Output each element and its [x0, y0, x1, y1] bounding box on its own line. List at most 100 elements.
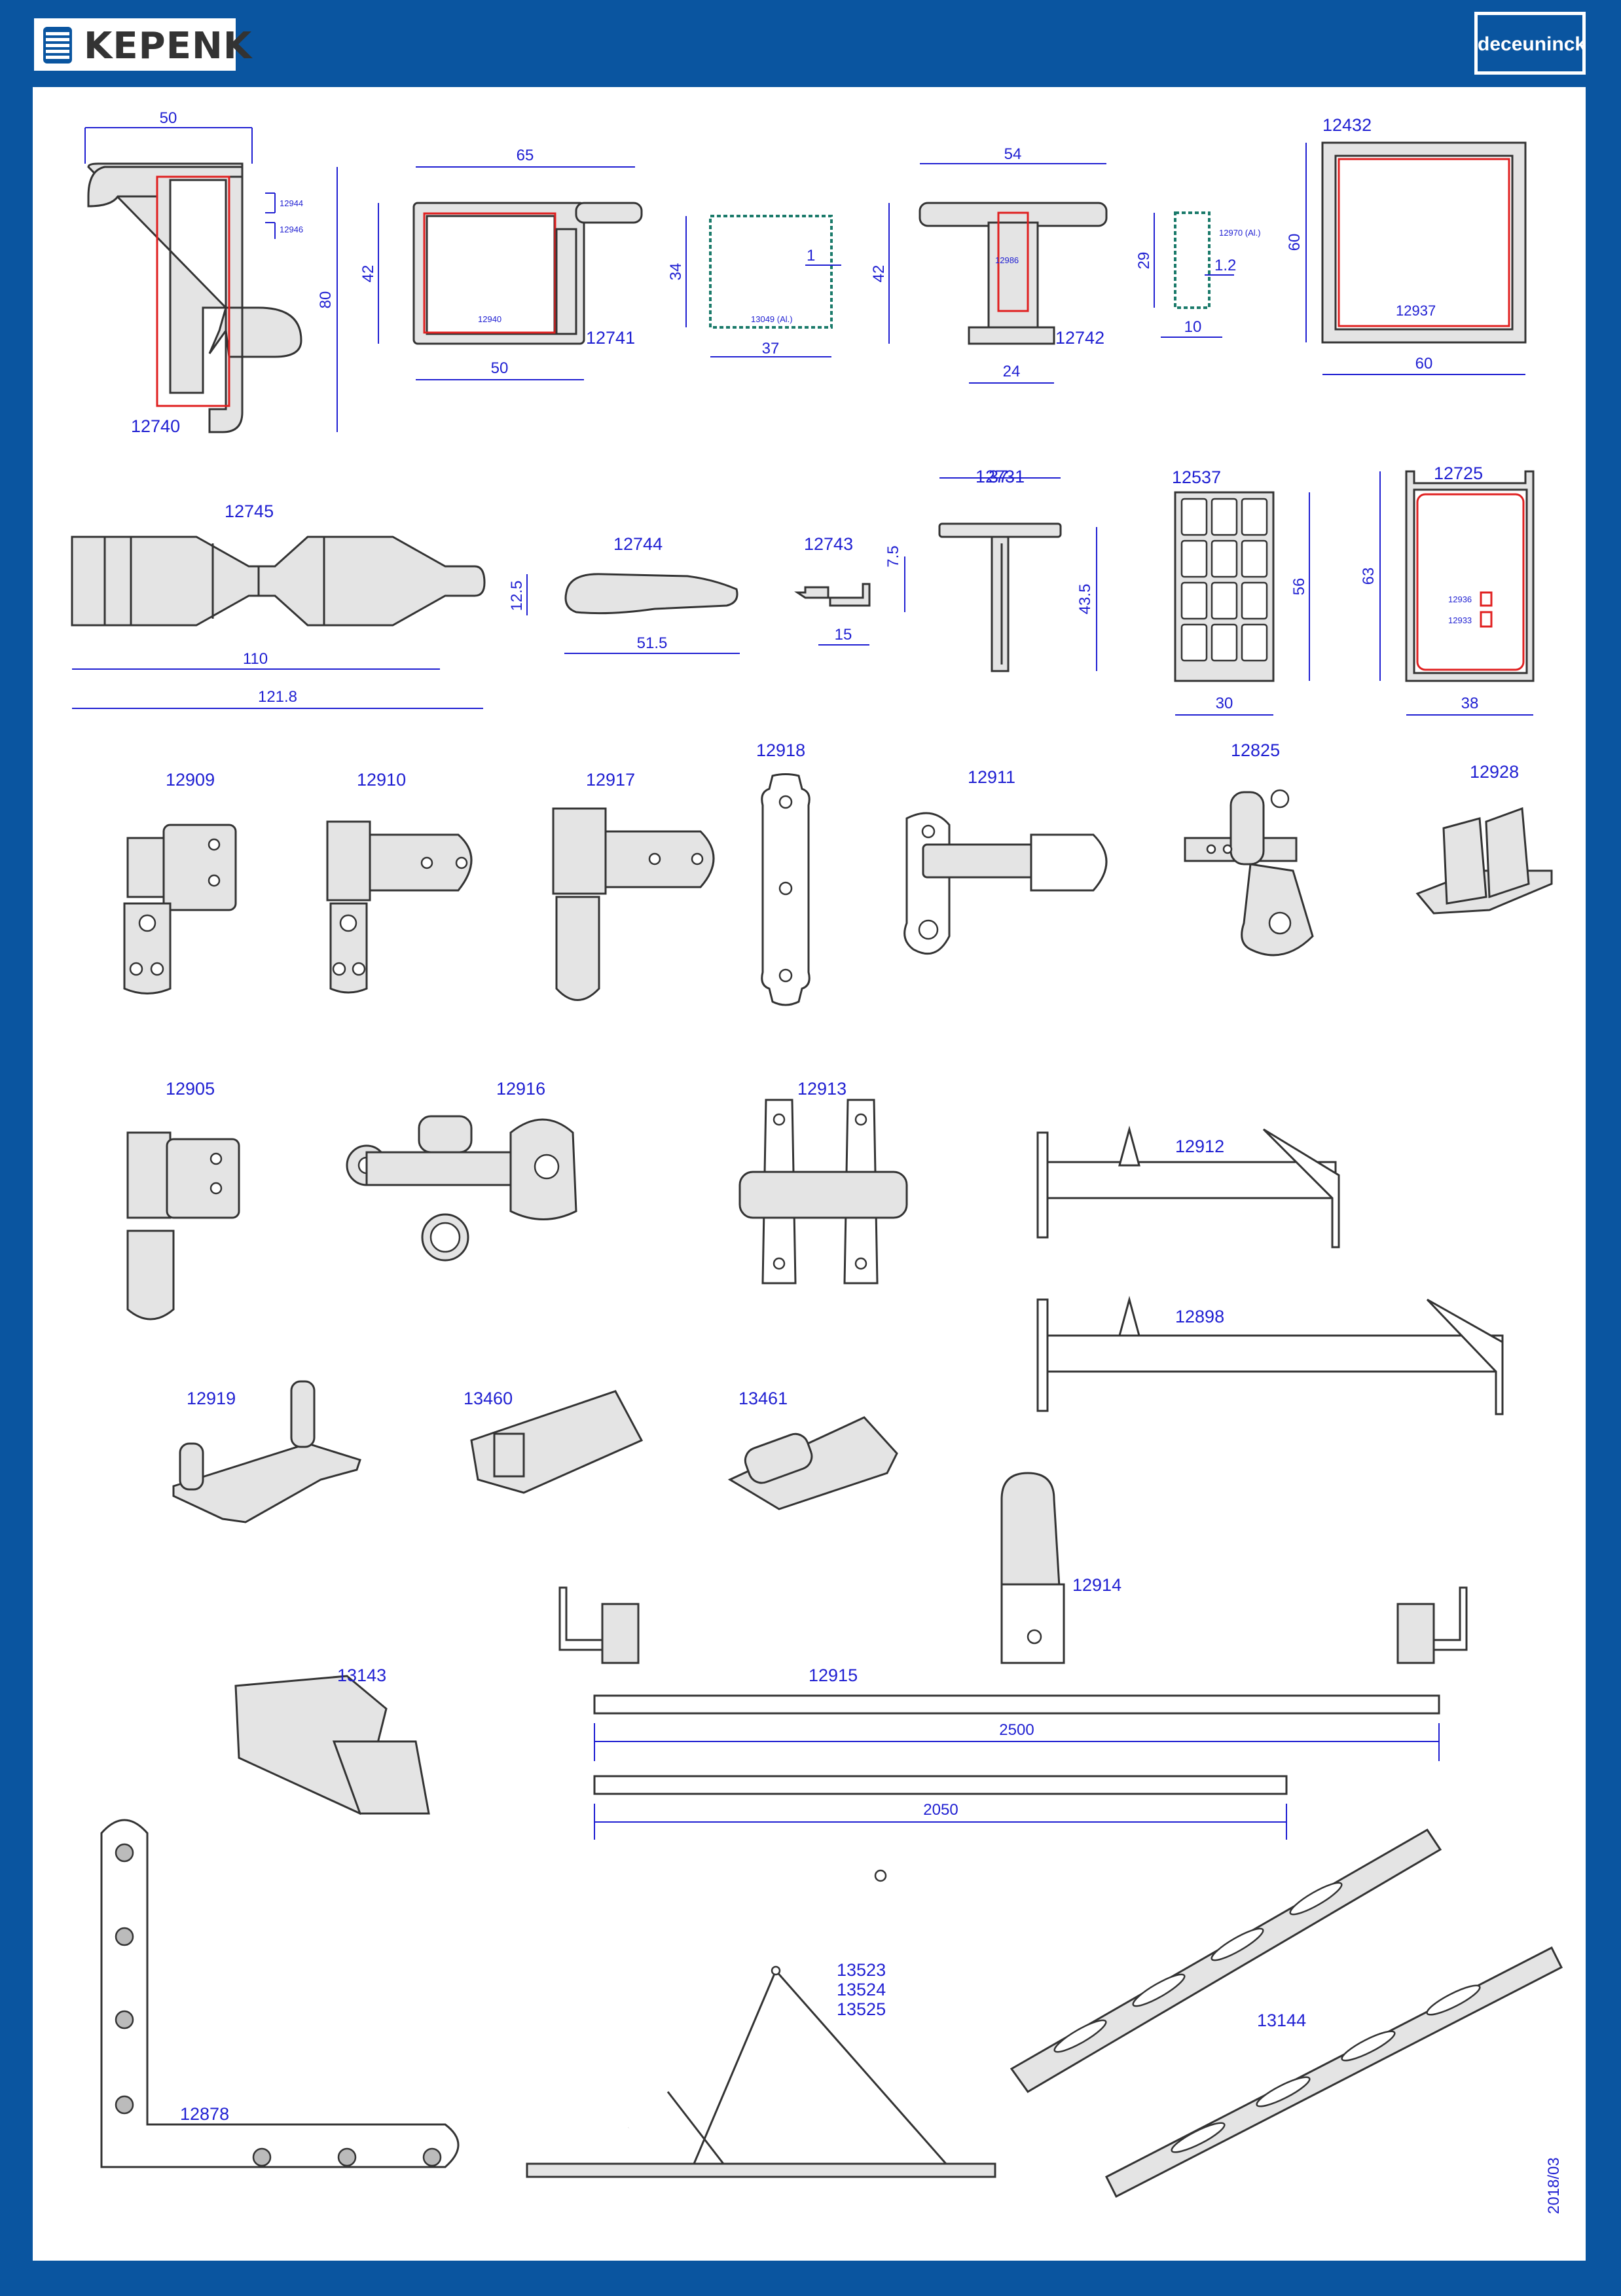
profile-12432: 60 60 12937 12432: [1286, 115, 1527, 375]
dim-12537-height: 56: [1290, 578, 1308, 596]
dim-12970-wall: 1.2: [1214, 257, 1236, 274]
code-12913: 12913: [797, 1079, 847, 1099]
code-12725: 12725: [1434, 464, 1483, 483]
code-12909: 12909: [166, 770, 215, 790]
code-13144: 13144: [1257, 2011, 1306, 2030]
hardware-13144: 13144: [1010, 1829, 1563, 2198]
dim-12745-inner: 110: [243, 650, 268, 668]
hardware-12825: 12825: [1184, 740, 1314, 957]
inner-12933: 12933: [1448, 615, 1472, 625]
note-12946: 12946: [280, 225, 303, 234]
hardware-12898: 12898: [1036, 1296, 1504, 1415]
dim-12744-height: 12.5: [508, 581, 526, 611]
hardware-12878: 12878: [100, 1819, 460, 2168]
dim-12740-height: 80: [317, 291, 335, 309]
note-12944: 12944: [280, 198, 303, 208]
code-13460: 13460: [464, 1389, 513, 1408]
dim-12741-width: 65: [517, 147, 534, 164]
profile-12745: 110 121.8 12745: [71, 501, 486, 709]
deceuninck-wordmark: deceuninck: [1478, 33, 1586, 55]
dim-12743-height: 7.5: [884, 545, 902, 567]
profile-12742: 54 42 24 12986 12742: [870, 145, 1108, 384]
dim-12743-width: 15: [835, 626, 852, 644]
hardware-12917: 12917: [552, 770, 715, 1001]
profile-12744: 12.5 51.5 12744: [508, 534, 740, 654]
code-12743: 12743: [804, 534, 853, 554]
code-12910: 12910: [357, 770, 406, 790]
hardware-12911: 12911: [903, 767, 1108, 955]
dim-12432-height: 60: [1286, 234, 1303, 251]
dim-12741-inner: 50: [491, 359, 509, 377]
dim-12742-base: 24: [1003, 363, 1021, 380]
hardware-friction-stay: 13523 13524 13525: [526, 1869, 996, 2178]
code-13461: 13461: [738, 1389, 788, 1408]
dim-12742-height: 42: [870, 265, 888, 283]
code-12825: 12825: [1231, 740, 1280, 760]
hardware-13143: 13143: [234, 1666, 430, 1815]
code-12741: 12741: [586, 328, 635, 348]
hardware-12914: 12914: [1000, 1472, 1121, 1664]
dim-12740-width: 50: [160, 109, 177, 127]
bracket-left: [558, 1586, 640, 1664]
hardware-12905: 12905: [126, 1079, 240, 1321]
dim-12745-width: 121.8: [258, 688, 297, 706]
inner-12940: 12940: [478, 314, 501, 324]
hardware-12912: 12912: [1036, 1125, 1340, 1248]
profile-12743: 7.5 15 12743: [794, 534, 905, 646]
code-12915: 12915: [809, 1666, 858, 1685]
rod-short-length: 2050: [923, 1801, 958, 1819]
hardware-12913: 12913: [738, 1079, 908, 1285]
profile-12537: 56 30 12537: [1172, 467, 1310, 716]
dim-12725-height: 63: [1360, 568, 1377, 585]
hardware-12928: 12928: [1415, 762, 1553, 915]
kepenk-shutter-icon: [43, 27, 72, 64]
code-13525: 13525: [837, 1999, 886, 2019]
code-12911: 12911: [968, 767, 1015, 787]
dim-13049-width: 37: [762, 340, 780, 357]
profile-12741: 65 42 50 12940 12741: [359, 147, 643, 380]
code-13143: 13143: [337, 1666, 386, 1685]
code-12878: 12878: [180, 2104, 229, 2124]
code-12432: 12432: [1322, 115, 1372, 135]
hardware-12918: 12918: [756, 740, 810, 1006]
deceuninck-logo: deceuninck: [1474, 12, 1586, 75]
code-13524: 13524: [837, 1980, 886, 1999]
hardware-13460: 13460: [464, 1389, 644, 1494]
profile-12970: 29 1.2 10 12970 (Al.): [1135, 211, 1261, 338]
inner-12936: 12936: [1448, 594, 1472, 604]
code-12742: 12742: [1055, 328, 1104, 348]
hardware-12909: 12909: [123, 770, 237, 994]
dim-12537-width: 30: [1216, 695, 1233, 712]
hardware-12919: 12919: [172, 1380, 361, 1523]
version-stamp: 2018/03: [1545, 2157, 1563, 2214]
code-12912: 12912: [1175, 1137, 1224, 1156]
dim-12731-height: 43.5: [1076, 584, 1094, 615]
profile-12740: 50 80 12944 12946 12740: [84, 109, 338, 436]
code-12740: 12740: [131, 416, 180, 436]
dim-12725-width: 38: [1461, 695, 1479, 712]
dim-13049-height: 34: [667, 263, 685, 281]
code-12745: 12745: [225, 501, 274, 521]
dim-12742-width: 54: [1004, 145, 1022, 163]
code-12917: 12917: [586, 770, 635, 790]
code-12537: 12537: [1172, 467, 1221, 487]
dim-12741-height: 42: [359, 265, 377, 283]
code-13049: 13049 (Al.): [751, 314, 793, 324]
code-12970: 12970 (Al.): [1219, 228, 1261, 238]
code-12744: 12744: [613, 534, 663, 554]
code-12916: 12916: [496, 1079, 545, 1099]
dim-12432-width: 60: [1415, 355, 1433, 373]
inner-12986: 12986: [995, 255, 1019, 265]
code-12919: 12919: [187, 1389, 236, 1408]
profile-13049: 34 1 37 13049 (Al.): [667, 215, 841, 357]
dim-12744-width: 51.5: [637, 634, 668, 652]
code-12731: 12731: [975, 467, 1025, 486]
code-13523: 13523: [837, 1960, 886, 1980]
kepenk-logo: KEPENK: [34, 18, 251, 71]
hardware-12915: 2500 2050 12915: [593, 1666, 1440, 1840]
dim-12970-height: 29: [1135, 252, 1153, 270]
hardware-13461: 13461: [727, 1389, 898, 1510]
grid-cells: [1180, 498, 1268, 662]
hardware-12916: 12916: [346, 1079, 577, 1262]
